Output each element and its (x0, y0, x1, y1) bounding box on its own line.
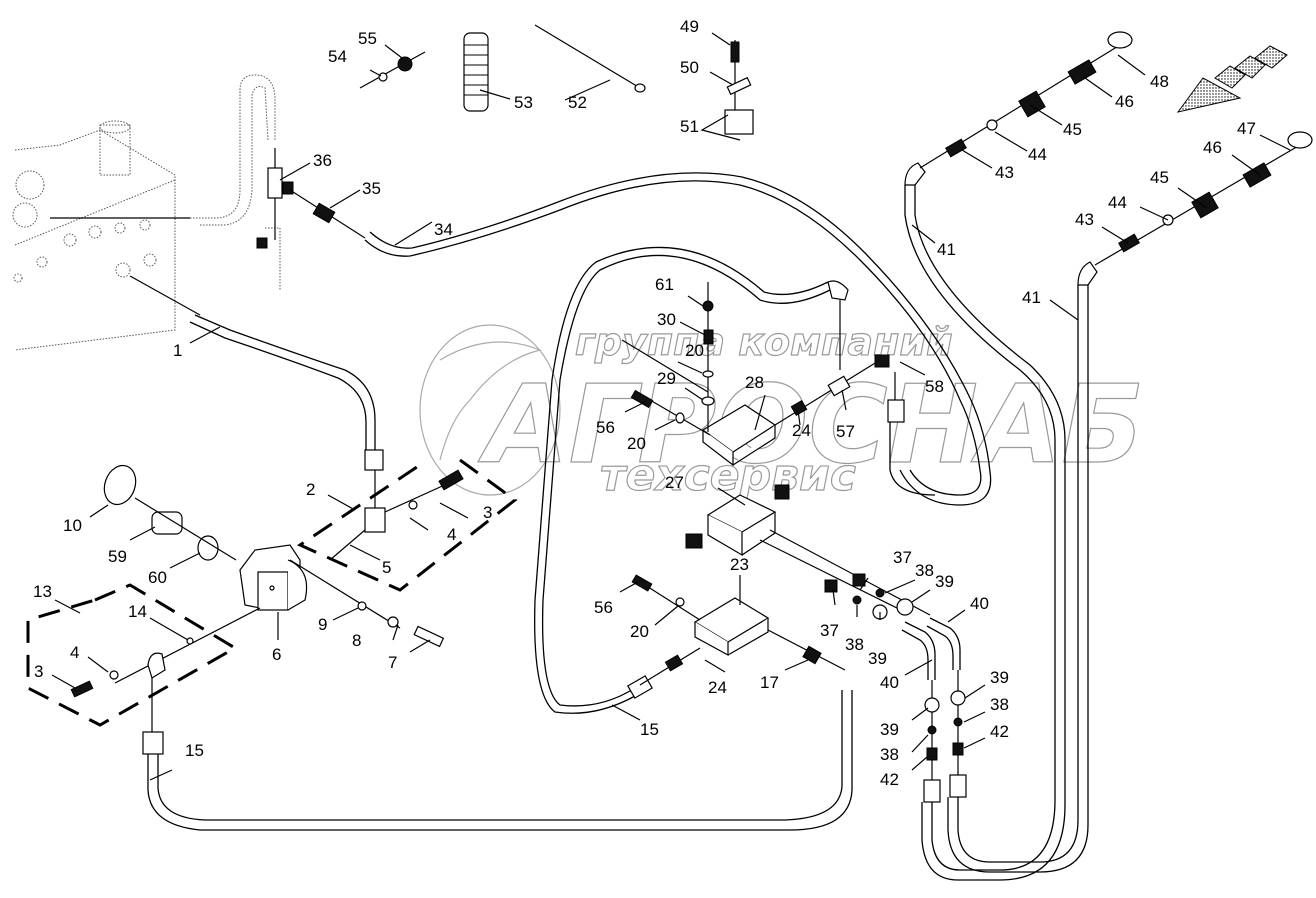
label-43: 43 (995, 163, 1014, 182)
watermark-line1: группа компаний (575, 320, 953, 364)
label-55: 55 (358, 29, 377, 48)
label-44: 44 (1028, 145, 1047, 164)
label-60: 60 (148, 568, 167, 587)
tube-40b (929, 617, 961, 670)
label-42: 42 (880, 770, 899, 789)
valve-block-23 (693, 597, 770, 657)
label-58: 58 (925, 377, 944, 396)
hydraulic-block (12, 74, 281, 351)
label-6: 6 (272, 645, 281, 664)
spiral-wrap-53 (463, 32, 489, 112)
label-15: 15 (640, 720, 659, 739)
label-7: 7 (388, 653, 397, 672)
label-47: 47 (1237, 119, 1256, 138)
hose-34 (364, 180, 982, 496)
label-51: 51 (680, 117, 699, 136)
filter-head-6 (239, 544, 308, 611)
label-42: 42 (990, 722, 1009, 741)
label-36: 36 (313, 151, 332, 170)
label-49: 49 (680, 17, 699, 36)
o-ring-10 (103, 464, 137, 506)
label-17: 17 (760, 673, 779, 692)
label-57: 57 (836, 422, 855, 441)
label-38: 38 (845, 635, 864, 654)
tee-fitting-36 (256, 148, 294, 249)
label-27: 27 (665, 473, 684, 492)
watermark-logo-leaf (439, 341, 542, 461)
label-38: 38 (915, 561, 934, 580)
valve-block-27 (685, 484, 790, 557)
label-23: 23 (730, 555, 749, 574)
label-29: 29 (657, 369, 676, 388)
label-54: 54 (328, 47, 347, 66)
label-10: 10 (63, 516, 82, 535)
label-20: 20 (685, 341, 704, 360)
label-28: 28 (745, 373, 764, 392)
label-48: 48 (1150, 72, 1169, 91)
label-37: 37 (893, 548, 912, 567)
label-39: 39 (990, 668, 1009, 687)
label-4: 4 (447, 525, 456, 544)
label-20: 20 (627, 434, 646, 453)
label-59: 59 (108, 547, 127, 566)
label-39: 39 (880, 720, 899, 739)
hose-15-center (541, 254, 831, 707)
direction-arrow (1176, 45, 1288, 113)
label-52: 52 (568, 93, 587, 112)
label-46: 46 (1115, 92, 1134, 111)
label-8: 8 (352, 631, 361, 650)
fitting-35 (312, 202, 336, 224)
label-41: 41 (1022, 288, 1041, 307)
tube-40a (904, 621, 936, 680)
label-35: 35 (362, 179, 381, 198)
label-15: 15 (185, 741, 204, 760)
filter-59 (151, 511, 183, 535)
assembly-box-13 (26, 583, 238, 727)
label-30: 30 (657, 310, 676, 329)
label-38: 38 (880, 745, 899, 764)
label-9: 9 (318, 615, 327, 634)
assembly-box-2 (296, 458, 518, 592)
label-4: 4 (70, 643, 79, 662)
label-56: 56 (594, 598, 613, 617)
label-44: 44 (1108, 193, 1127, 212)
leader-lines (51, 32, 1291, 781)
label-37: 37 (820, 621, 839, 640)
label-20: 20 (630, 622, 649, 641)
label-13: 13 (33, 582, 52, 601)
label-3: 3 (483, 503, 492, 522)
label-61: 61 (655, 275, 674, 294)
label-14: 14 (128, 602, 147, 621)
label-24: 24 (792, 421, 811, 440)
label-24: 24 (708, 678, 727, 697)
label-56: 56 (596, 418, 615, 437)
seal-60 (197, 535, 219, 561)
label-53: 53 (514, 93, 533, 112)
label-46: 46 (1203, 138, 1222, 157)
label-40: 40 (880, 673, 899, 692)
watermark-logo-ring (419, 324, 561, 496)
elbow-14 (147, 652, 166, 679)
label-3: 3 (34, 662, 43, 681)
hose-15-left (147, 690, 853, 831)
hose-1 (194, 314, 376, 460)
label-45: 45 (1063, 120, 1082, 139)
label-43: 43 (1075, 210, 1094, 229)
label-50: 50 (680, 58, 699, 77)
label-39: 39 (868, 649, 887, 668)
watermark: группа компаний АГРОСНАБ техсервис (419, 319, 1145, 502)
part-labels: 1 2 3 3 4 4 5 6 7 8 9 10 13 14 15 15 17 … (33, 17, 1256, 789)
label-41: 41 (937, 240, 956, 259)
label-38: 38 (990, 695, 1009, 714)
label-1: 1 (173, 341, 182, 360)
label-40: 40 (970, 594, 989, 613)
label-45: 45 (1150, 168, 1169, 187)
label-34: 34 (434, 220, 453, 239)
label-2: 2 (306, 480, 315, 499)
label-5: 5 (382, 558, 391, 577)
hose-41-a (904, 185, 1056, 871)
hose-41-b (957, 285, 1079, 863)
label-39: 39 (935, 572, 954, 591)
fitting-2-body (364, 507, 386, 533)
